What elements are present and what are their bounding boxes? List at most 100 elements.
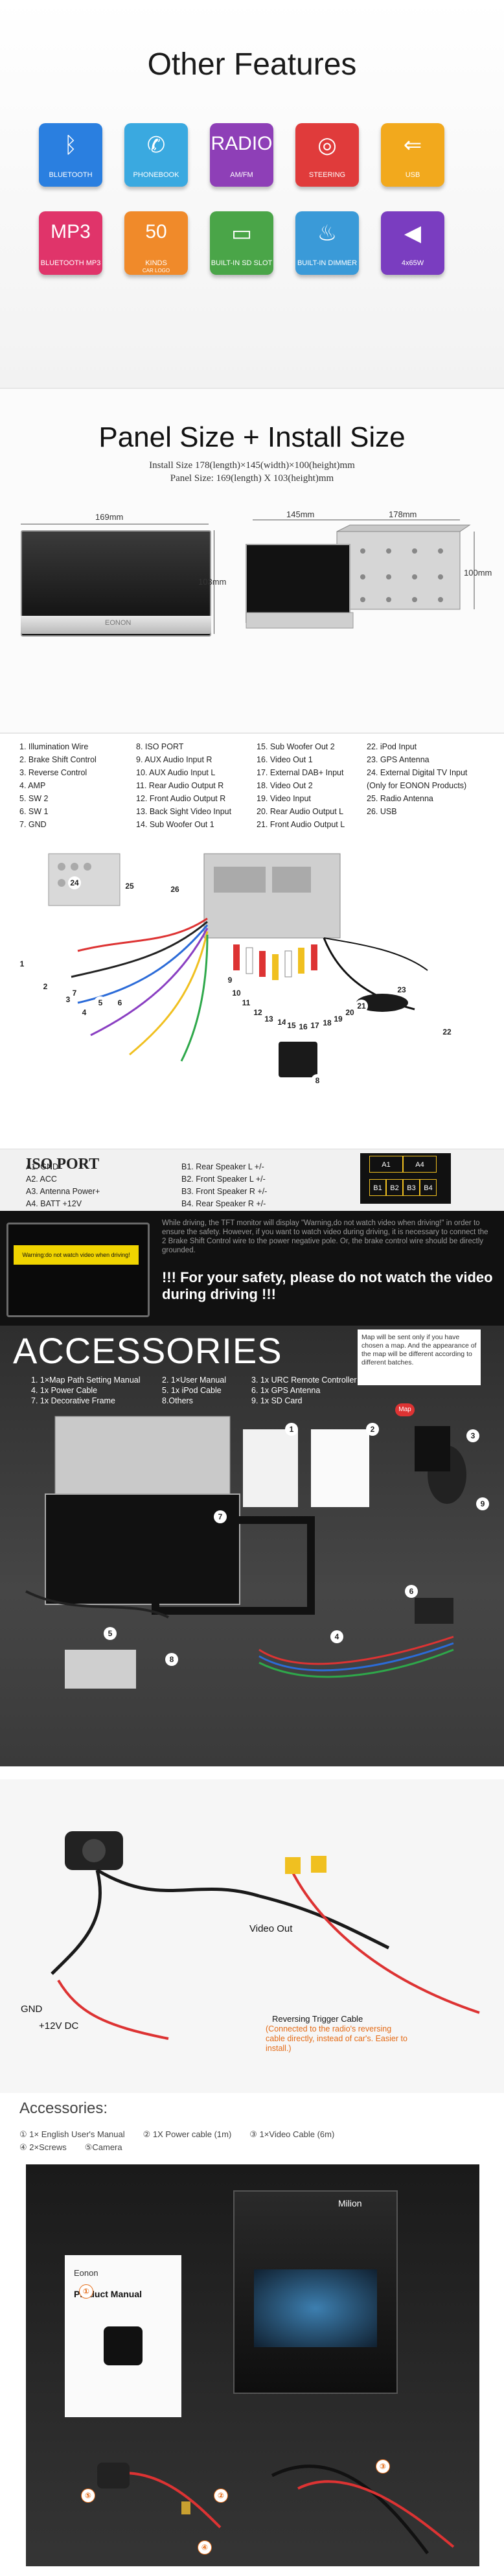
wiring-legend-item: 8. ISO PORT <box>136 742 184 751</box>
camera-box: Milion <box>233 2190 398 2394</box>
features-title: Other Features <box>147 47 357 82</box>
wiring-legend-item: 6. SW 1 <box>19 807 49 816</box>
camera-reverse-note: (Connected to the radio's reversing cabl… <box>266 2024 407 2053</box>
wiring-legend-item: 10. AUX Audio Input L <box>136 768 216 777</box>
box-height-dim: 100mm <box>464 568 492 578</box>
front-height-dim: 103mm <box>198 577 227 587</box>
manual-brand: Eonon <box>74 2268 98 2278</box>
accessories-map-note: Map will be sent only if you have chosen… <box>358 1329 481 1385</box>
camera-accessory-marker: ① <box>79 2284 93 2299</box>
iso-pin-item: B2. Front Speaker L +/- <box>181 1175 266 1184</box>
wiring-marker: 10 <box>230 987 243 1000</box>
camera-accessory-marker: ⑤ <box>81 2488 95 2503</box>
wiring-marker: 26 <box>168 883 181 896</box>
camera-accessories-title: Accessories: <box>19 2100 108 2117</box>
warning-section: Warning:do not watch video when driving!… <box>0 1211 504 1326</box>
accessory-marker: 8 <box>165 1653 178 1666</box>
install-box-drawing <box>246 519 475 629</box>
camera-gnd-label: GND <box>21 2004 43 2015</box>
accessory-marker: 7 <box>214 1510 227 1523</box>
feature-label: KINDS <box>145 259 167 267</box>
feature-label: AM/FM <box>230 171 253 179</box>
front-view-image: 169mm EONON 103mm <box>21 512 226 637</box>
iso-pin-item: B4. Rear Speaker R +/- <box>181 1199 266 1208</box>
wiring-legend-item: 1. Illumination Wire <box>19 742 89 751</box>
wiring-legend-item: 19. Video Input <box>257 794 311 803</box>
map-badge: Map <box>395 1403 415 1416</box>
feature-tile-sd: ▭BUILT-IN SD SLOT <box>210 211 273 275</box>
usb-icon: ⇐ <box>403 133 422 158</box>
accessory-marker: 4 <box>330 1630 343 1643</box>
wiring-legend-item: 23. GPS Antenna <box>367 755 430 764</box>
wiring-legend-item: 15. Sub Woofer Out 2 <box>257 742 335 751</box>
wiring-marker: 1 <box>16 957 29 970</box>
camera-accessory-item: ⑤Camera <box>84 2142 122 2152</box>
wiring-marker: 24 <box>68 876 81 889</box>
warning-screen-text: Warning:do not watch video when driving! <box>14 1245 139 1265</box>
steering-icon: ◎ <box>317 133 337 158</box>
wiring-marker: 17 <box>308 1019 321 1032</box>
wiring-marker: 19 <box>332 1013 345 1025</box>
feature-label: PHONEBOOK <box>133 171 179 179</box>
camera-dc-label: +12V DC <box>39 2020 79 2032</box>
panel-size-section: Panel Size + Install Size Install Size 1… <box>0 388 504 732</box>
iso-connector-pin: B3 <box>403 1179 420 1196</box>
camera-accessory-item: ③ 1×Video Cable (6m) <box>249 2129 335 2139</box>
warning-body: While driving, the TFT monitor will disp… <box>162 1219 488 1254</box>
wiring-marker: 8 <box>311 1074 324 1087</box>
wiring-legend-item: 9. AUX Audio Input R <box>136 755 212 764</box>
iso-pin-item: A1. GND <box>26 1162 59 1171</box>
accessories-title: ACCESSORIES <box>13 1330 282 1371</box>
camera-accessories-row2: ④ 2×Screws ⑤Camera <box>19 2141 141 2154</box>
camera-accessories-photo: Milion Eonon Product Manual <box>26 2164 479 2566</box>
accessory-item: 3. 1x URC Remote Controller <box>251 1376 357 1385</box>
panel-title: Panel Size + Install Size <box>98 421 406 453</box>
accessory-marker: 6 <box>405 1585 418 1598</box>
wiring-marker: 2 <box>39 980 52 993</box>
camera-accessory-marker: ② <box>214 2488 228 2503</box>
wiring-marker: 5 <box>94 996 107 1009</box>
camera-accessory-item: ② 1X Power cable (1m) <box>143 2129 232 2139</box>
panel-size-text: Panel Size: 169(length) X 103(height)mm <box>170 473 334 484</box>
front-brand-label: EONON <box>105 619 132 627</box>
wiring-legend-item: 11. Rear Audio Output R <box>136 781 224 790</box>
wiring-legend-item: 14. Sub Woofer Out 1 <box>136 820 214 829</box>
install-box-image: 145mm 178mm 100mm <box>240 506 492 655</box>
iso-pin-item: A3. Antenna Power+ <box>26 1187 100 1196</box>
wiring-marker: 6 <box>113 996 126 1009</box>
bluetooth-icon: ᛒ <box>63 133 78 158</box>
accessory-item: 9. 1x SD Card <box>251 1396 303 1405</box>
camera-box-brand: Milion <box>338 2198 362 2208</box>
wiring-legend-item: 18. Video Out 2 <box>257 781 313 790</box>
wiring-diagram <box>48 853 428 1077</box>
iso-b-pins: B1. Rear Speaker L +/-B2. Front Speaker … <box>181 1161 267 1210</box>
camera-accessory-item: ④ 2×Screws <box>19 2142 67 2152</box>
wiring-marker: 20 <box>343 1006 356 1019</box>
accessories-photo <box>25 1416 466 1689</box>
accessory-item: 6. 1x GPS Antenna <box>251 1386 321 1395</box>
feature-label: 4x65W <box>401 259 424 267</box>
wiring-legend-item: 13. Back Sight Video Input <box>136 807 232 816</box>
accessories-section: ACCESSORIES 1. 1×Map Path Setting Manual… <box>0 1326 504 1766</box>
wiring-marker: 18 <box>321 1016 334 1029</box>
iso-title: ISO PORT <box>26 1156 100 1173</box>
wiring-marker: 22 <box>441 1025 453 1038</box>
iso-connector-pin: B2 <box>386 1179 403 1196</box>
warning-headline: !!! For your safety, please do not watch… <box>162 1269 493 1302</box>
camera-accessory-marker: ④ <box>198 2540 212 2555</box>
accessory-marker: 1 <box>285 1423 298 1436</box>
camera-video-out-label: Video Out <box>249 1923 293 1934</box>
phone-icon: ✆ <box>146 133 166 158</box>
wiring-legend-item: 5. SW 2 <box>19 794 49 803</box>
accessory-item: 7. 1x Decorative Frame <box>31 1396 115 1405</box>
feature-label: BUILT-IN SD SLOT <box>211 259 273 267</box>
feature-label: BUILT-IN DIMMER <box>297 259 358 267</box>
accessory-item: 8.Others <box>162 1396 193 1405</box>
